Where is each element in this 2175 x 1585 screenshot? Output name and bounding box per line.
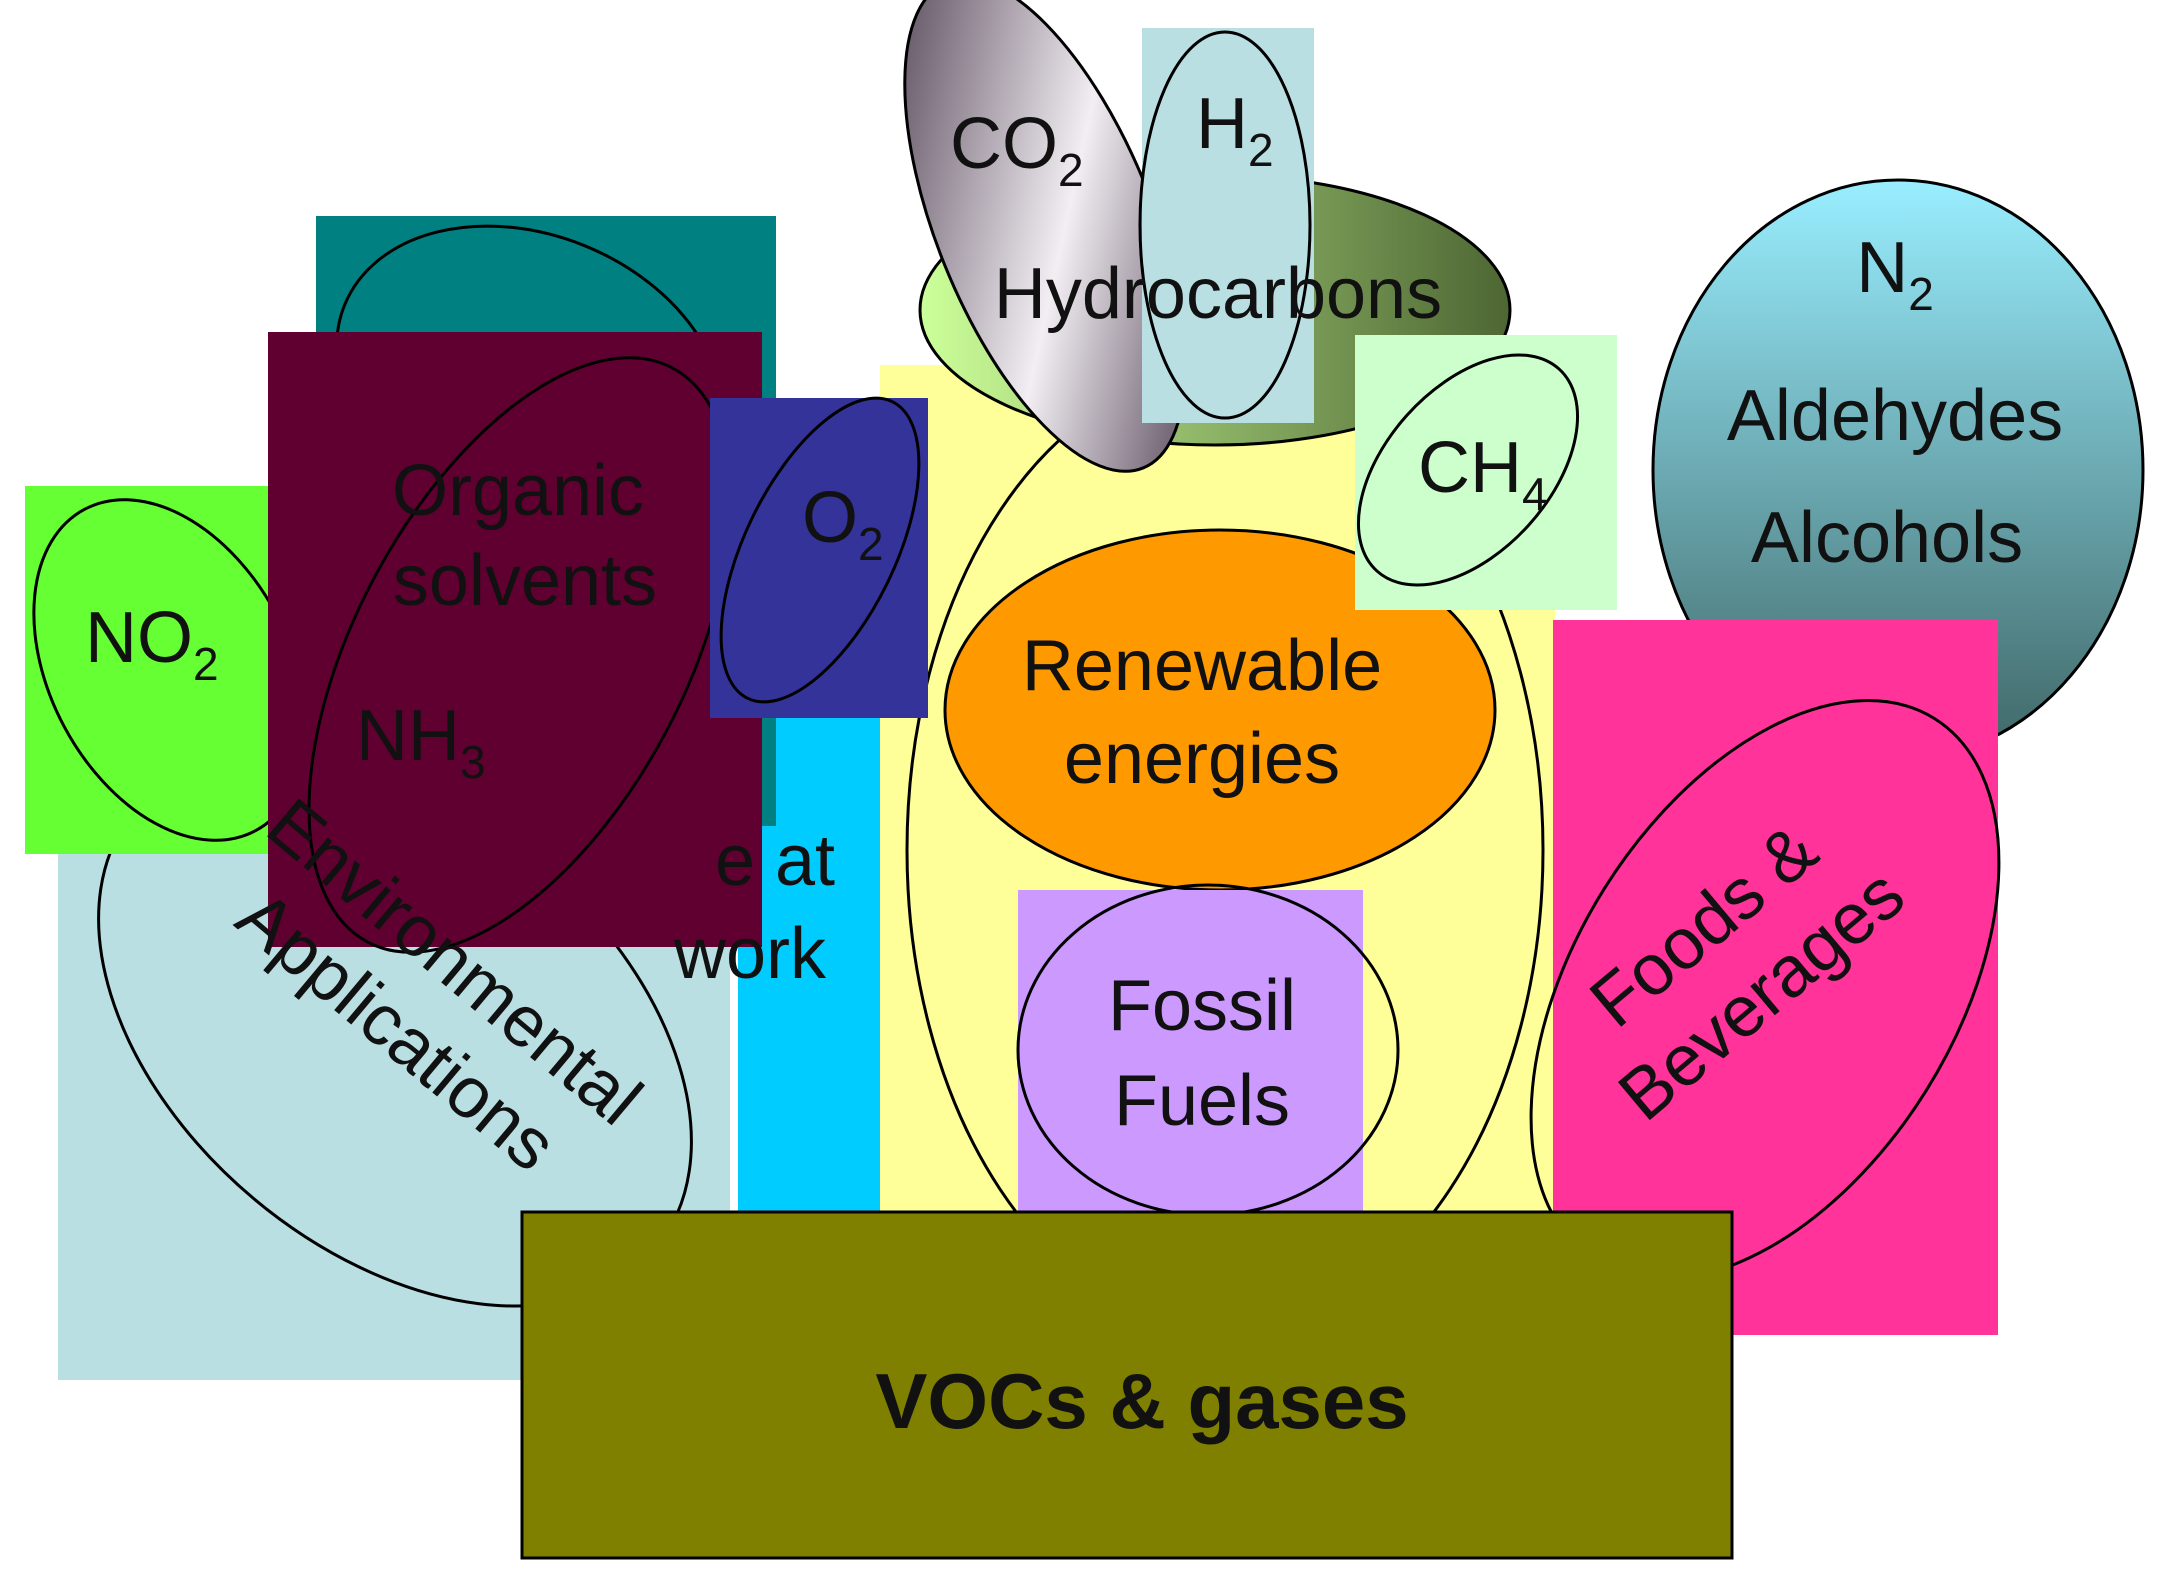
o2-ellipse <box>719 396 921 704</box>
hydrocarbons-label: Hydrocarbons <box>994 254 1442 334</box>
ch4-box <box>1355 335 1617 610</box>
o2-label: O2 <box>802 478 884 570</box>
h2-label-sub: 2 <box>1248 124 1274 176</box>
ch4-ellipse <box>1356 353 1580 587</box>
h2-label-base: H <box>1196 84 1248 164</box>
nh3-label-base: NH <box>356 696 460 776</box>
h2-ellipse <box>1138 30 1312 420</box>
o2-box <box>710 398 928 718</box>
h2-label: H2 <box>1196 84 1274 176</box>
no2-label-sub: 2 <box>193 638 219 690</box>
ch4-label: CH4 <box>1418 428 1548 520</box>
o2-label-sub: 2 <box>858 518 884 570</box>
co2-label-base: CO <box>950 104 1058 184</box>
organic-ellipse <box>307 356 733 954</box>
no2-label: NO2 <box>85 598 219 690</box>
organic-box <box>268 332 762 947</box>
n2-label: N2 <box>1856 228 1934 320</box>
ch4-label-sub: 4 <box>1522 468 1548 520</box>
n2-label-sub: 2 <box>1908 268 1934 320</box>
fossil-label-1: Fossil <box>1108 966 1296 1046</box>
vocs-label: VOCs & gases <box>875 1357 1408 1445</box>
renewable-label-2: energies <box>1064 719 1340 799</box>
o2-label-base: O <box>802 478 858 558</box>
co2-label-sub: 2 <box>1058 144 1084 196</box>
nh3-label-sub: 3 <box>460 736 486 788</box>
safe-work-label-2: work <box>673 914 827 994</box>
organic-label-1: Organic <box>392 451 644 531</box>
safe-work-label-1: e at <box>715 821 835 901</box>
vocs-box <box>520 1210 1734 1560</box>
renewable-label-1: Renewable <box>1022 626 1382 706</box>
fossil-box <box>1018 890 1363 1230</box>
ch4-label-base: CH <box>1418 428 1522 508</box>
no2-label-base: NO <box>85 598 193 678</box>
aldehydes-label: Aldehydes <box>1727 376 2063 456</box>
n2-label-base: N <box>1856 228 1908 308</box>
alcohols-label: Alcohols <box>1751 498 2023 578</box>
fossil-label-2: Fuels <box>1114 1061 1290 1141</box>
organic-label-2: solvents <box>393 541 657 621</box>
no2-box <box>25 486 285 854</box>
nh3-label: NH3 <box>356 696 486 788</box>
co2-label: CO2 <box>950 104 1084 196</box>
